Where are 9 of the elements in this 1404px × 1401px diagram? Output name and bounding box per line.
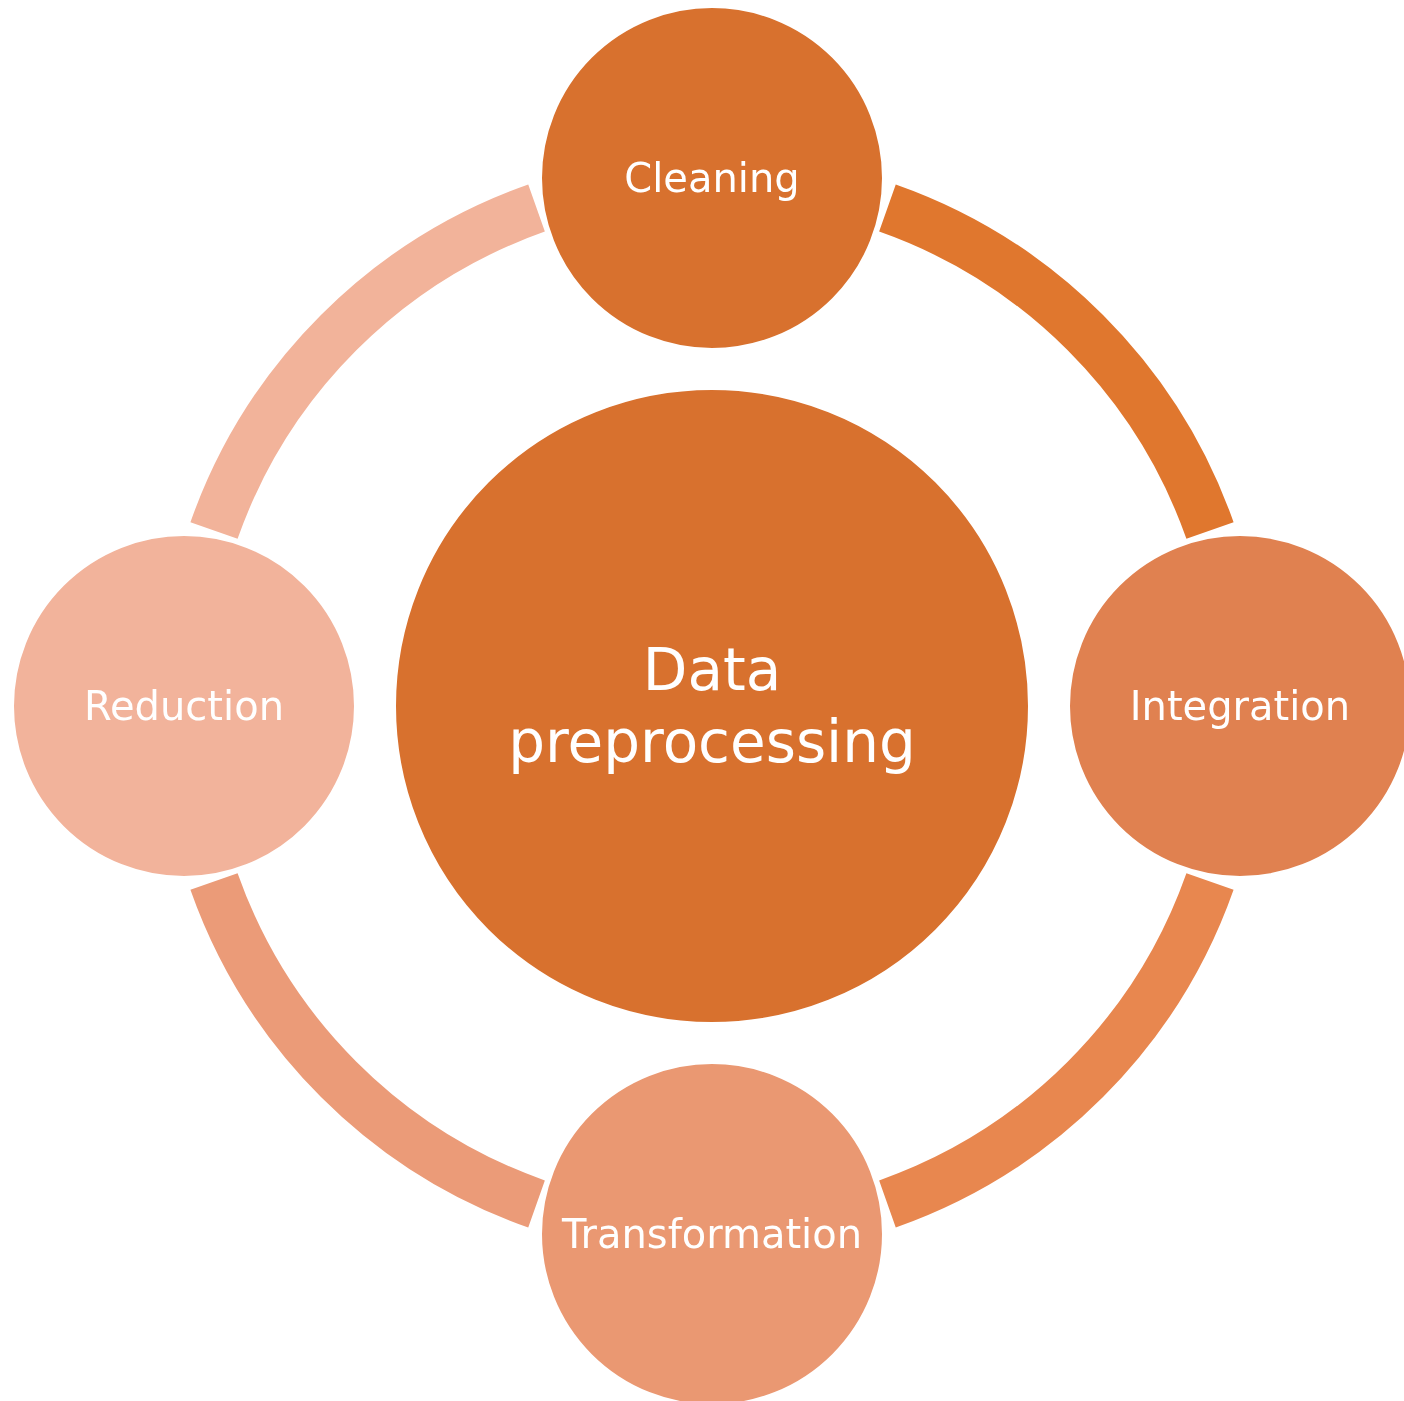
node-label: Cleaning	[624, 154, 800, 203]
ring-arc	[877, 185, 1233, 541]
node-label: Reduction	[84, 682, 284, 731]
ring-arc	[877, 871, 1233, 1227]
ring-arc	[191, 185, 547, 541]
node-label: Transformation	[561, 1210, 863, 1259]
node-label: Integration	[1129, 682, 1351, 731]
node-label: Data preprocessing	[507, 634, 917, 778]
ring-arc	[191, 871, 547, 1227]
